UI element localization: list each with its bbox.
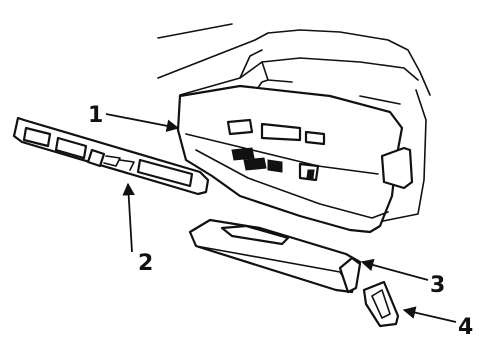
leader-line-2 — [122, 182, 135, 253]
leader-line-1 — [105, 113, 180, 133]
callout-3: 3 — [430, 273, 445, 298]
callout-1: 1 — [88, 103, 103, 128]
car-body-outline — [157, 23, 431, 223]
leader-line-3 — [360, 258, 429, 281]
armrest — [188, 218, 362, 294]
molding-strip — [12, 116, 210, 196]
callout-4: 4 — [458, 315, 473, 340]
callout-2: 2 — [138, 251, 153, 276]
leader-line-4 — [402, 306, 457, 323]
switch-bezel — [362, 280, 400, 328]
door-trim-panel — [176, 84, 414, 234]
